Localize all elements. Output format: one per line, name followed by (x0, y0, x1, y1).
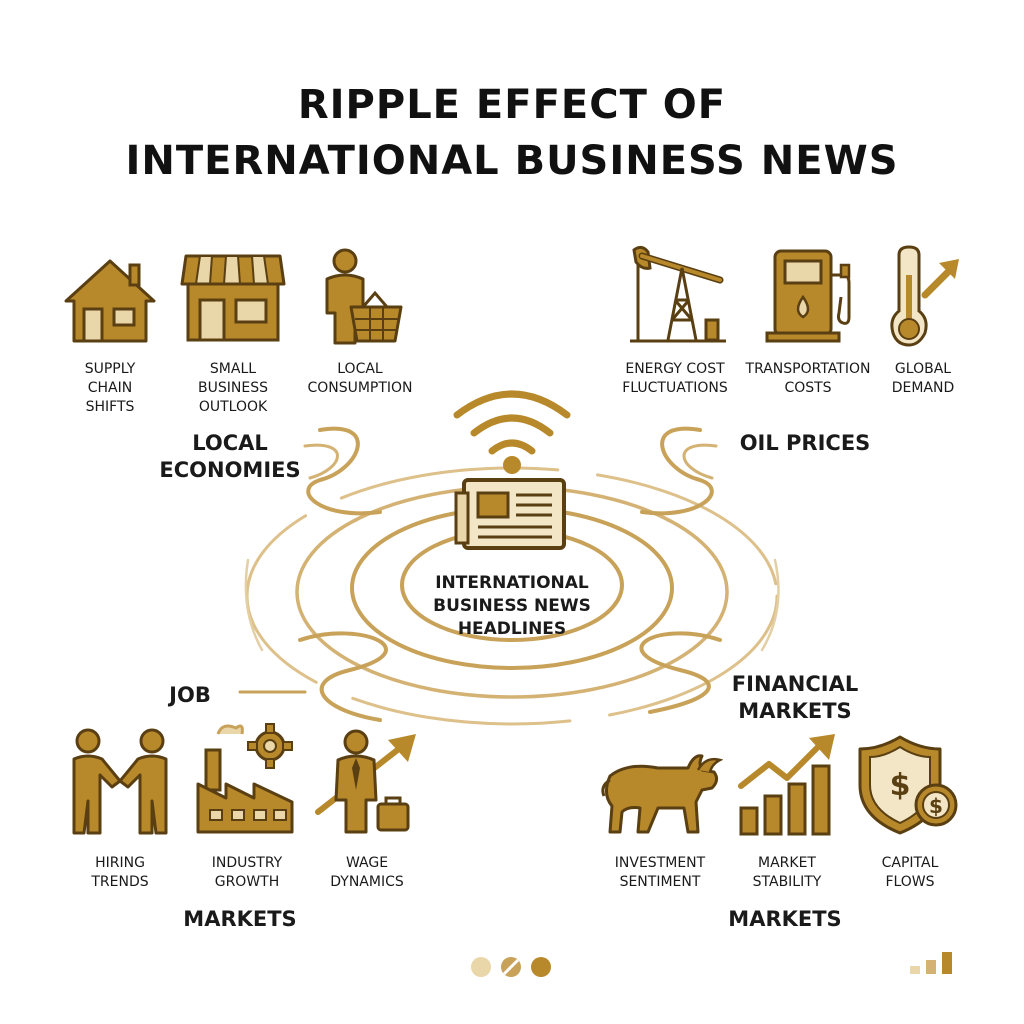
label-market-stability-1: MARKET (758, 855, 816, 871)
businessman-rising-icon (315, 729, 416, 834)
group-oil-prices: OIL PRICES (715, 430, 895, 457)
group-oil-prices-line-1: OIL PRICES (739, 431, 871, 455)
label-local-consumption-2: CONSUMPTION (307, 380, 413, 396)
bar-chart-rising-icon (738, 734, 835, 836)
group-financial-markets: FINANCIAL MARKETS (710, 671, 880, 725)
label-market-stability-2: STABILITY (752, 874, 822, 890)
label-wage-1: WAGE (345, 855, 389, 871)
group-financial-line-1: FINANCIAL (731, 672, 859, 696)
label-small-business-1: SMALL (209, 361, 257, 377)
newspaper-broadcast-icon (453, 390, 571, 550)
group-local-economies-line-2: ECONOMIES (159, 458, 301, 482)
label-capital-flows-1: CAPITAL (881, 855, 939, 871)
label-small-business-2: BUSINESS (198, 380, 268, 396)
group-financial-line-2: MARKETS (738, 699, 852, 723)
pagination-dots-icon (471, 957, 551, 977)
label-global-demand: GLOBAL DEMAND (868, 360, 978, 398)
handshake-icon (72, 728, 168, 835)
label-wage: WAGE DYNAMICS (302, 854, 432, 892)
label-hiring-1: HIRING (95, 855, 145, 871)
title-line-2: INTERNATIONAL BUSINESS NEWS (125, 138, 899, 184)
center-headline: INTERNATIONAL BUSINESS NEWS HEADLINES (402, 572, 622, 641)
label-supply-chain: SUPPLY CHAIN SHIFTS (50, 360, 170, 417)
label-global-demand-1: GLOBAL (894, 361, 952, 377)
label-hiring: HIRING TRENDS (60, 854, 180, 892)
label-industry-1: INDUSTRY (211, 855, 283, 871)
signal-bars-icon (910, 952, 952, 974)
label-capital-flows-2: FLOWS (885, 874, 935, 890)
storefront-icon (180, 254, 286, 342)
label-small-business-3: OUTLOOK (198, 399, 268, 415)
factory-gear-icon (196, 723, 294, 834)
label-investment: INVESTMENT SENTIMENT (590, 854, 730, 892)
label-local-consumption: LOCAL CONSUMPTION (290, 360, 430, 398)
center-line-3: HEADLINES (457, 619, 567, 639)
label-energy-cost-2: FLUCTUATIONS (622, 380, 728, 396)
group-job-markets: MARKETS (183, 907, 297, 931)
oil-pump-jack-icon (630, 245, 726, 343)
label-investment-1: INVESTMENT (614, 855, 706, 871)
label-global-demand-2: DEMAND (891, 380, 955, 396)
center-line-2: BUSINESS NEWS (433, 596, 591, 616)
label-hiring-2: TRENDS (91, 874, 149, 890)
fuel-pump-icon (765, 249, 851, 343)
bull-icon (601, 754, 723, 834)
group-job: JOB (169, 683, 211, 707)
title-line-1: RIPPLE EFFECT OF (297, 82, 727, 128)
label-energy-cost-1: ENERGY COST (625, 361, 725, 377)
label-supply-chain-1: SUPPLY (84, 361, 136, 377)
label-supply-chain-2: CHAIN (87, 380, 133, 396)
label-transportation-2: COSTS (784, 380, 832, 396)
group-local-economies-line-1: LOCAL (192, 431, 268, 455)
label-energy-cost: ENERGY COST FLUCTUATIONS (605, 360, 745, 398)
label-investment-2: SENTIMENT (619, 874, 701, 890)
shopper-basket-icon (325, 248, 403, 345)
label-transportation-1: TRANSPORTATION (745, 361, 871, 377)
label-local-consumption-1: LOCAL (337, 361, 383, 377)
label-small-business: SMALL BUSINESS OUTLOOK (173, 360, 293, 417)
house-icon (64, 259, 156, 343)
label-wage-2: DYNAMICS (330, 874, 404, 890)
label-transportation: TRANSPORTATION COSTS (728, 360, 888, 398)
label-supply-chain-3: SHIFTS (85, 399, 135, 415)
group-financial-markets-footer: MARKETS (728, 907, 842, 931)
label-capital-flows: CAPITAL FLOWS (850, 854, 970, 892)
svg-text:$: $ (929, 794, 943, 818)
center-line-1: INTERNATIONAL (435, 573, 589, 593)
label-industry-2: GROWTH (214, 874, 280, 890)
shield-dollar-icon: $ $ (858, 735, 958, 835)
group-local-economies: LOCAL ECONOMIES (140, 430, 320, 484)
thermometer-rising-icon (890, 245, 959, 347)
svg-text:$: $ (890, 768, 911, 803)
label-industry: INDUSTRY GROWTH (182, 854, 312, 892)
label-market-stability: MARKET STABILITY (727, 854, 847, 892)
